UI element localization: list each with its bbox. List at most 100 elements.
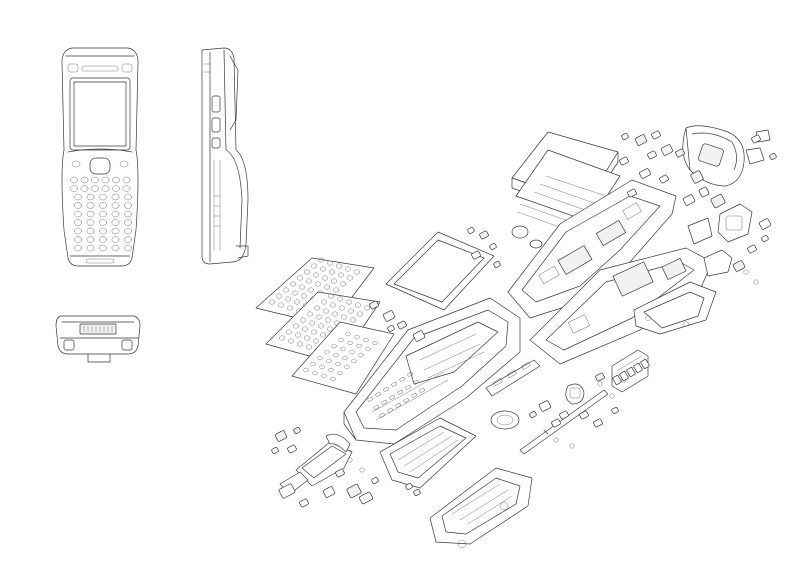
key [124,219,132,226]
membrane-key-hole [324,349,330,355]
key [122,185,131,192]
membrane-key-hole [296,275,304,281]
membrane-key-hole [329,302,337,308]
small-part [634,134,648,146]
small-part [675,148,685,158]
small-part [467,227,475,234]
housing-key-openings [367,371,425,418]
membrane-key-hole [301,326,309,332]
side-view [201,47,249,265]
membrane-key-hole [285,329,293,335]
key [111,193,120,201]
speaker-grille [81,65,119,72]
small-part [710,193,726,209]
membrane-key-hole [319,364,325,370]
membrane-key-hole [324,317,332,323]
membrane-key-hole [286,305,294,311]
membrane-key-hole [356,343,362,349]
key [86,202,95,209]
membrane-key-hole [327,293,335,299]
small-part [698,186,710,198]
membrane-key-hole [310,263,318,269]
keypad-membrane-middle [265,291,381,365]
small-part [387,325,395,332]
key [99,202,107,209]
key [101,185,110,192]
small-part [758,218,772,230]
membrane-key-hole [349,317,357,323]
small-part [627,188,637,198]
small-part [579,410,589,420]
membrane-key-hole [277,302,285,308]
key [74,236,82,243]
keypad [70,157,132,252]
small-part [621,133,629,140]
membrane-key-hole [356,311,364,317]
rear-housing [429,467,533,549]
side-button [211,117,221,133]
key [99,236,107,243]
membrane-key-hole [336,296,344,302]
small-part [660,144,674,156]
key [74,210,82,218]
speaker [490,410,520,430]
membrane-key-hole [358,352,364,358]
small-part [659,174,669,184]
membrane-key-hole [326,326,334,332]
key [80,185,89,192]
membrane-key-hole [315,314,323,320]
membrane-key-hole [317,323,325,329]
front-housing [343,297,521,445]
key [112,185,120,192]
key [124,227,132,235]
membrane-key-hole [313,305,321,311]
membrane-key-hole [282,287,290,293]
screw [347,457,353,463]
small-part [747,244,757,254]
screw [753,279,759,285]
small-part [287,444,297,454]
membrane-key-hole [349,349,355,355]
small-part [397,320,407,330]
membrane-key-hole [354,302,362,308]
small-part [413,489,421,496]
key [74,193,82,201]
membrane-key-hole [323,284,331,290]
membrane-key-hole [342,355,348,361]
navigation-key [89,157,111,175]
small-part [371,477,379,484]
membrane-key-hole [275,293,283,299]
membrane-key-hole [326,260,334,266]
small-part [359,491,373,505]
display-panel [385,231,495,311]
membrane-key-hole [303,367,309,373]
small-part [369,300,379,310]
key [111,219,120,226]
small-part [761,235,769,242]
key [99,193,107,201]
side-body-outline [201,47,249,265]
membrane-key-hole [310,361,316,367]
membrane-key-hole [278,335,286,341]
membrane-key-hole [308,320,316,326]
small-part [551,418,561,428]
small-part [651,130,661,140]
key [91,185,99,192]
membrane-key-hole [332,287,340,293]
small-part [274,430,288,442]
small-part [335,468,345,478]
membrane-key-hole [284,296,292,302]
membrane-key-hole [330,376,336,382]
camera-module [565,383,585,405]
small-part [690,170,704,184]
membrane-key-hole [320,299,328,305]
key [99,227,107,235]
key [74,219,82,226]
key [124,244,132,252]
membrane-key-hole [294,332,302,338]
small-part [769,153,777,160]
key [74,202,82,209]
small-part [489,243,497,250]
membrane-key-hole [310,329,318,335]
